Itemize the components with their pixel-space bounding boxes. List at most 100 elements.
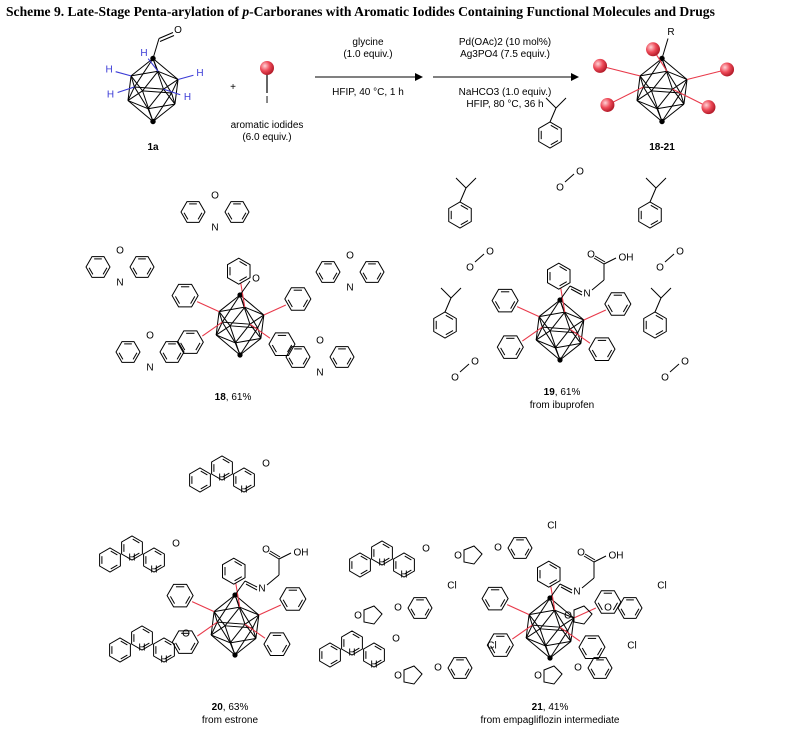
ring-bonds — [224, 201, 250, 223]
hydrogen-label: H — [105, 65, 112, 76]
bond — [218, 311, 231, 327]
aryl-ring — [604, 292, 632, 316]
double-bond — [330, 645, 338, 651]
ibuprofen-ring — [538, 121, 562, 149]
steroid-ring-c — [393, 552, 415, 578]
ring-bonds — [285, 346, 311, 368]
bond — [171, 92, 176, 105]
double-bond — [634, 608, 640, 616]
estrone-unit: HHO — [109, 625, 190, 666]
bond — [559, 299, 585, 321]
ring-bonds — [109, 637, 131, 663]
double-bond — [110, 564, 118, 570]
ring-bonds — [263, 632, 291, 656]
ring-bonds — [587, 657, 613, 679]
ring-bonds — [588, 337, 616, 361]
isobutyl-branch — [450, 287, 462, 299]
ring-bonds — [349, 552, 371, 578]
carbonyl-bond — [593, 257, 605, 265]
benzyl-ring — [407, 597, 433, 619]
hydrogen-label: H — [140, 48, 147, 59]
ring-hydrogen: H — [378, 558, 385, 569]
iodine-label: I — [266, 95, 269, 106]
aldehyde-oxygen: O — [174, 25, 182, 36]
formyl-bond — [239, 280, 251, 296]
bond — [230, 637, 256, 644]
bond — [554, 609, 569, 632]
phenoxazine-oxygen: O — [116, 246, 124, 257]
bond — [559, 343, 582, 361]
scheme-title-end: -Carboranes with Aromatic Iodides Contai… — [249, 4, 715, 19]
double-bond — [195, 342, 201, 351]
ketone-oxygen: O — [182, 629, 190, 640]
aryl-ring — [268, 332, 296, 356]
reagent-equiv: (6.0 equiv.) — [242, 132, 291, 143]
bond — [539, 628, 568, 632]
double-bond — [622, 304, 628, 313]
ester-oxygen: O — [466, 263, 474, 274]
thf-oxygen: O — [534, 671, 542, 682]
bond — [541, 299, 561, 328]
ring-bonds — [547, 262, 571, 290]
ring-bonds — [315, 261, 341, 283]
glycine-ch2-bond — [266, 574, 280, 586]
double-bond — [88, 267, 94, 275]
bond — [260, 314, 265, 339]
phenoxazine-oxygen: O — [346, 251, 354, 262]
double-bond — [612, 602, 618, 611]
phenoxazine-nitrogen: N — [346, 283, 353, 294]
bond — [234, 638, 257, 656]
bond — [244, 623, 257, 639]
carborane-cage — [535, 297, 585, 363]
compound-19-caption: 19, 61% — [544, 387, 581, 398]
carbonyl-oxygen: O — [676, 247, 684, 258]
thf-ring — [403, 665, 423, 685]
product-18-21: R — [593, 27, 735, 125]
bond — [130, 58, 154, 77]
bond — [235, 337, 261, 344]
compound-20-source: from estrone — [202, 715, 259, 726]
bond — [525, 628, 541, 639]
isobutyl-branch — [655, 177, 667, 189]
bond — [130, 75, 135, 88]
isobutyl-bond — [444, 297, 452, 313]
ring-bonds — [319, 642, 341, 668]
imine-cn-bond-2 — [560, 586, 573, 594]
r-label: R — [667, 27, 674, 38]
carbonyl-bond — [268, 552, 280, 560]
ring-bonds — [268, 332, 296, 356]
new-c-aryl-bond — [583, 309, 607, 321]
phenoxazine-ring-left — [315, 261, 341, 283]
phenoxazine-unit: ON — [180, 191, 250, 234]
bond — [157, 70, 179, 80]
carbonyl-bond-2 — [594, 255, 606, 263]
phenoxazine-nitrogen: N — [146, 363, 153, 374]
imine-ch-bond — [234, 580, 246, 596]
bond — [643, 86, 673, 90]
ibuprofen-ester-unit: OO — [538, 97, 584, 194]
steroid-ring-b — [131, 625, 153, 651]
bond — [535, 326, 543, 341]
double-bond — [515, 347, 521, 356]
ibuprofen-ring — [643, 311, 667, 339]
ring-bonds — [227, 257, 251, 285]
double-bond — [460, 220, 469, 226]
bond — [542, 326, 571, 330]
bond — [538, 316, 543, 328]
double-bond — [550, 124, 559, 130]
new-c-aryl-bond — [244, 623, 266, 639]
double-bond — [244, 470, 252, 476]
ibuprofen-ring — [433, 311, 457, 339]
aryl-ring — [578, 635, 606, 659]
imine-cn-bond — [244, 580, 258, 588]
bond — [569, 319, 585, 330]
estrone-unit: HHO — [319, 630, 400, 671]
aryl-ring — [166, 583, 194, 608]
bond — [545, 640, 571, 647]
steroid-ring-a — [109, 637, 131, 663]
double-bond — [132, 267, 138, 275]
ester-bond — [669, 363, 680, 373]
